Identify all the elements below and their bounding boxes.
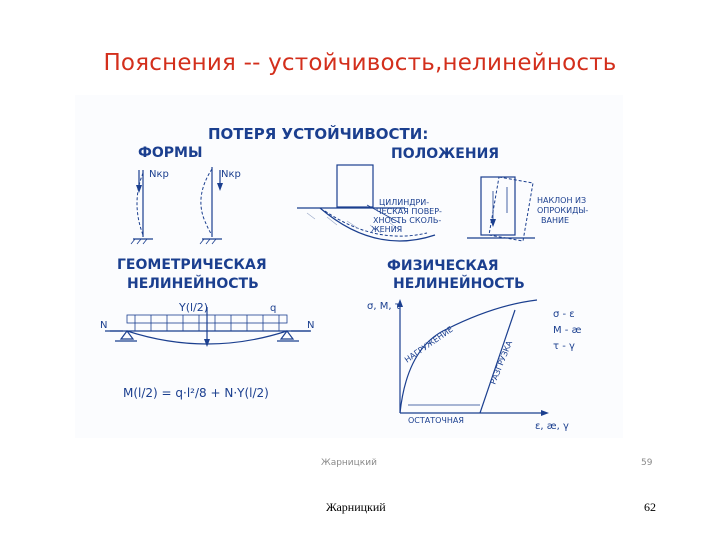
inner-footer-author: Жарницкий [321, 458, 377, 468]
x-axis-label: ε, æ, γ [535, 421, 569, 432]
moment-formula: M(l/2) = q·l²/8 + N·Y(l/2) [123, 386, 269, 400]
scanned-sketch: ПОТЕРЯ УСТОЙЧИВОСТИ: ФОРМЫ ПОЛОЖЕНИЯ Nкр [75, 95, 623, 438]
force-left-label: N [100, 320, 107, 331]
heading-positions: ПОЛОЖЕНИЯ [391, 146, 499, 162]
residual-label: ОСТАТОЧНАЯ [408, 416, 464, 425]
beam-sketch: Y(l/2) N N q [100, 301, 314, 347]
load-label: Y(l/2) [178, 301, 208, 314]
slide-title: Пояснения -- устойчивость,нелинейность [103, 50, 617, 76]
tilt-note-1: НАКЛОН ИЗ [537, 196, 586, 205]
heading-geometric-1: ГЕОМЕТРИЧЕСКАЯ [117, 257, 267, 273]
column-buckling-2: Nкр [199, 167, 241, 245]
footer-author: Жарницкий [326, 500, 386, 514]
ncr-label-1: Nкр [149, 169, 169, 180]
cyl-note-1: ЦИЛИНДРИ- [379, 198, 429, 207]
legend-tau: τ - γ [553, 341, 575, 352]
q-label: q [270, 303, 276, 314]
tilt-note-2: ОПРОКИДЫ- [537, 206, 588, 215]
inner-footer-page: 59 [641, 458, 653, 468]
sketch-drawing: ПОТЕРЯ УСТОЙЧИВОСТИ: ФОРМЫ ПОЛОЖЕНИЯ Nкр [100, 124, 588, 432]
unloading-label: РАЗГРУЗКА [489, 339, 515, 386]
force-right-label: N [307, 320, 314, 331]
heading-physical-1: ФИЗИЧЕСКАЯ [387, 258, 498, 274]
y-axis-label: σ, M, τ [367, 301, 401, 312]
cyl-note-2: ЧЕСКАЯ ПОВЕР- [376, 207, 442, 216]
legend-sigma: σ - ε [553, 309, 575, 320]
heading-stability-loss: ПОТЕРЯ УСТОЙЧИВОСТИ: [208, 124, 428, 143]
tilting-block-sketch: НАКЛОН ИЗ ОПРОКИДЫ- ВАНИЕ [467, 176, 588, 242]
sliding-block-sketch: ЦИЛИНДРИ- ЧЕСКАЯ ПОВЕР- ХНОСТЬ СКОЛЬ- ЖЕ… [297, 164, 442, 242]
column-buckling-1: Nкр [130, 169, 169, 245]
tilt-note-3: ВАНИЕ [541, 216, 569, 225]
ncr-label-2: Nкр [221, 169, 241, 180]
heading-forms: ФОРМЫ [138, 145, 202, 161]
heading-geometric-2: НЕЛИНЕЙНОСТЬ [127, 275, 259, 292]
cyl-note-4: ЖЕНИЯ [371, 225, 402, 234]
stress-strain-graph: σ, M, τ ε, æ, γ НАГРУЖЕНИЕ РАЗГРУЗКА ОСТ… [367, 299, 582, 432]
heading-physical-2: НЕЛИНЕЙНОСТЬ [393, 275, 525, 292]
legend-moment: M - æ [553, 325, 582, 336]
loading-label: НАГРУЖЕНИЕ [403, 325, 455, 365]
footer-page-number: 62 [644, 500, 656, 514]
cyl-note-3: ХНОСТЬ СКОЛЬ- [373, 216, 441, 225]
